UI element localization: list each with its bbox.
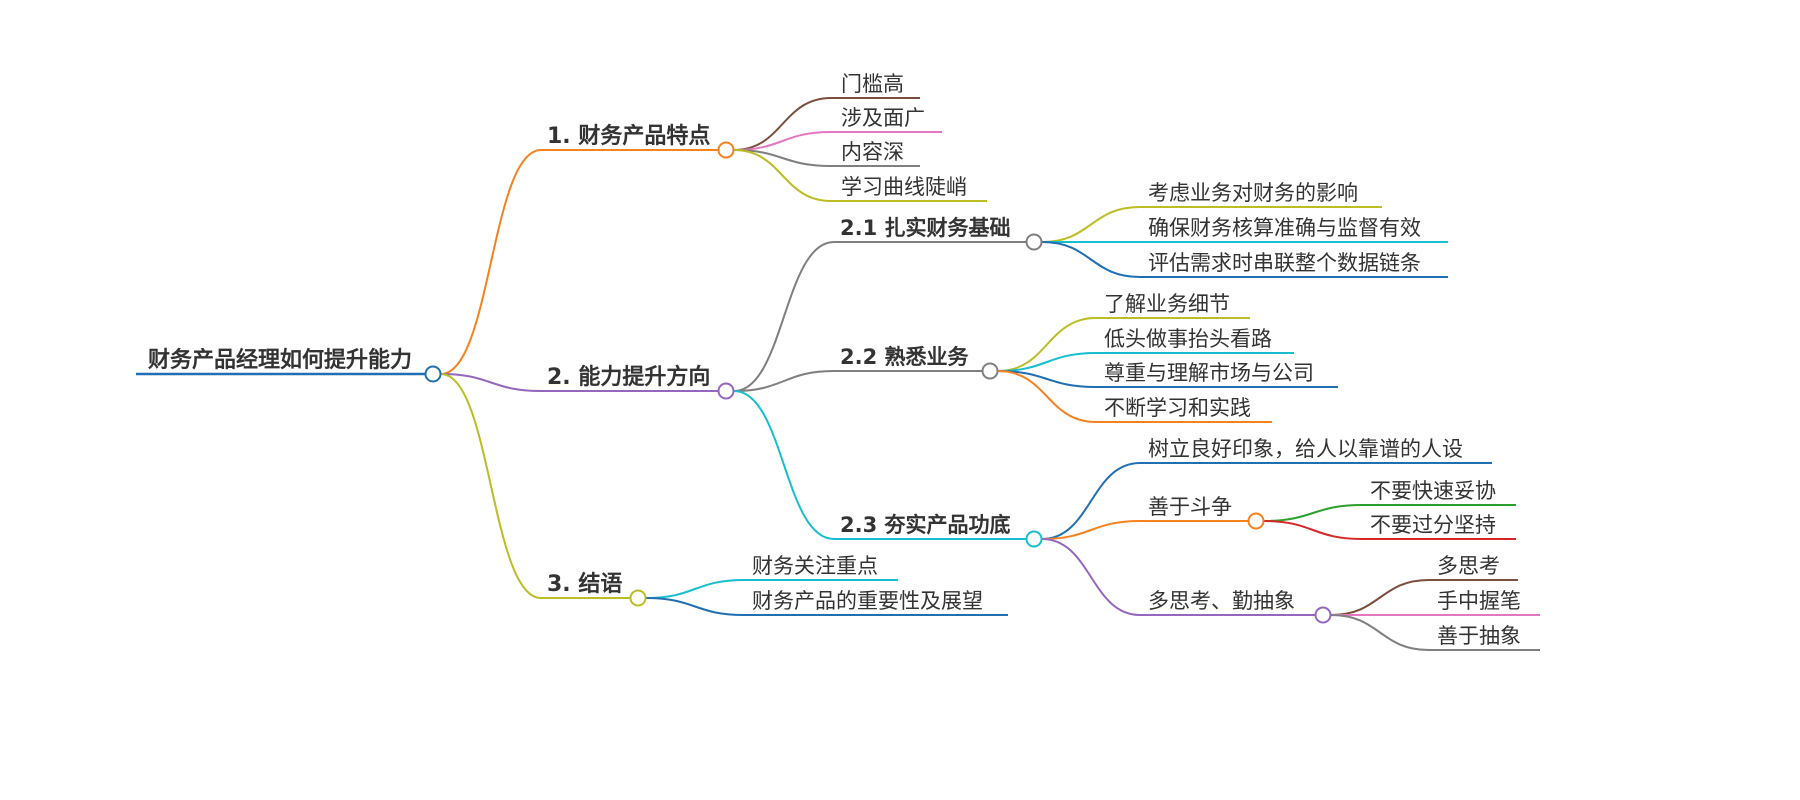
collapse-toggle-icon[interactable] [1314, 606, 1332, 624]
connector-b1-c2-c2-c0 [1330, 579, 1430, 616]
connector-b1-c2-c1-c1 [1263, 520, 1363, 540]
connector-layer [440, 97, 1430, 651]
node-label-root[interactable]: 财务产品经理如何提升能力 [148, 347, 412, 373]
node-label-b1-c1-c3[interactable]: 不断学习和实践 [1104, 396, 1251, 420]
node-label-b1-c1-c2[interactable]: 尊重与理解市场与公司 [1104, 361, 1314, 385]
node-label-b1-c1-c0[interactable]: 了解业务细节 [1104, 292, 1230, 316]
node-label-b1-c0-c1[interactable]: 确保财务核算准确与监督有效 [1148, 216, 1421, 240]
connector-b2-c1 [645, 597, 745, 616]
connector-b1-c2-c2 [1041, 538, 1141, 616]
connector-b1-c0 [733, 241, 835, 392]
connector-b1-c2-c1-c0 [1263, 504, 1363, 522]
collapse-toggle-icon[interactable] [1247, 512, 1265, 530]
node-label-b2-c1[interactable]: 财务产品的重要性及展望 [752, 589, 983, 613]
connector-b0-c0 [733, 97, 832, 151]
collapse-toggle-icon[interactable] [629, 589, 647, 607]
node-label-b1-c2-c1-c0[interactable]: 不要快速妥协 [1370, 479, 1496, 503]
node-label-b0-c0[interactable]: 门槛高 [841, 72, 904, 96]
collapse-toggle-icon[interactable] [424, 365, 442, 383]
collapse-toggle-icon[interactable] [717, 382, 735, 400]
collapse-toggle-icon[interactable] [717, 141, 735, 159]
node-label-b1-c2[interactable]: 2.3 夯实产品功底 [840, 513, 1011, 537]
node-label-b0-c3[interactable]: 学习曲线陡峭 [841, 175, 967, 199]
node-label-b1-c2-c2-c1[interactable]: 手中握笔 [1437, 589, 1521, 613]
node-label-b0[interactable]: 1. 财务产品特点 [547, 123, 710, 149]
connector-b1-c2 [733, 390, 835, 540]
node-label-b1-c0[interactable]: 2.1 扎实财务基础 [840, 216, 1011, 240]
connector-b1-c0-c2 [1041, 241, 1141, 278]
connector-b0-c3 [733, 149, 832, 202]
node-label-b1-c1-c1[interactable]: 低头做事抬头看路 [1104, 327, 1272, 351]
node-label-b1-c1[interactable]: 2.2 熟悉业务 [840, 345, 970, 369]
connector-b1-c1-c1 [997, 352, 1097, 372]
node-label-b1-c2-c2-c0[interactable]: 多思考 [1437, 554, 1500, 578]
connector-b1 [440, 373, 542, 392]
collapse-toggle-icon[interactable] [1025, 530, 1043, 548]
connector-b0-c2 [733, 149, 832, 167]
connector-b1-c2-c1 [1041, 520, 1141, 540]
node-label-b1-c2-c2-c2[interactable]: 善于抽象 [1437, 624, 1521, 648]
node-label-b2-c0[interactable]: 财务关注重点 [752, 554, 878, 578]
connector-b1-c1-c0 [997, 317, 1097, 372]
node-label-b1-c0-c0[interactable]: 考虑业务对财务的影响 [1148, 181, 1358, 205]
connector-b0 [440, 149, 542, 375]
collapse-toggle-icon[interactable] [1025, 233, 1043, 251]
node-label-b2[interactable]: 3. 结语 [547, 571, 622, 597]
collapse-toggle-icon[interactable] [981, 362, 999, 380]
node-label-b1-c0-c2[interactable]: 评估需求时串联整个数据链条 [1148, 251, 1421, 275]
connector-b1-c1 [733, 370, 835, 392]
node-label-b0-c1[interactable]: 涉及面广 [841, 106, 925, 130]
node-label-b1-c2-c0[interactable]: 树立良好印象，给人以靠谱的人设 [1148, 437, 1463, 461]
connector-b2 [440, 373, 542, 599]
node-label-b1-c2-c1-c1[interactable]: 不要过分坚持 [1370, 513, 1496, 537]
connector-b1-c2-c0 [1041, 462, 1141, 540]
connector-b1-c0-c0 [1041, 206, 1141, 243]
connector-b0-c1 [733, 131, 832, 151]
node-label-b1-c2-c1[interactable]: 善于斗争 [1148, 495, 1232, 519]
connector-b1-c1-c2 [997, 370, 1097, 388]
node-label-b1-c2-c2[interactable]: 多思考、勤抽象 [1148, 589, 1295, 613]
connector-b1-c1-c3 [997, 370, 1097, 423]
connector-b1-c2-c2-c2 [1330, 614, 1430, 651]
node-label-b1[interactable]: 2. 能力提升方向 [547, 364, 710, 390]
connector-b2-c0 [645, 579, 745, 599]
node-label-b0-c2[interactable]: 内容深 [841, 140, 904, 164]
